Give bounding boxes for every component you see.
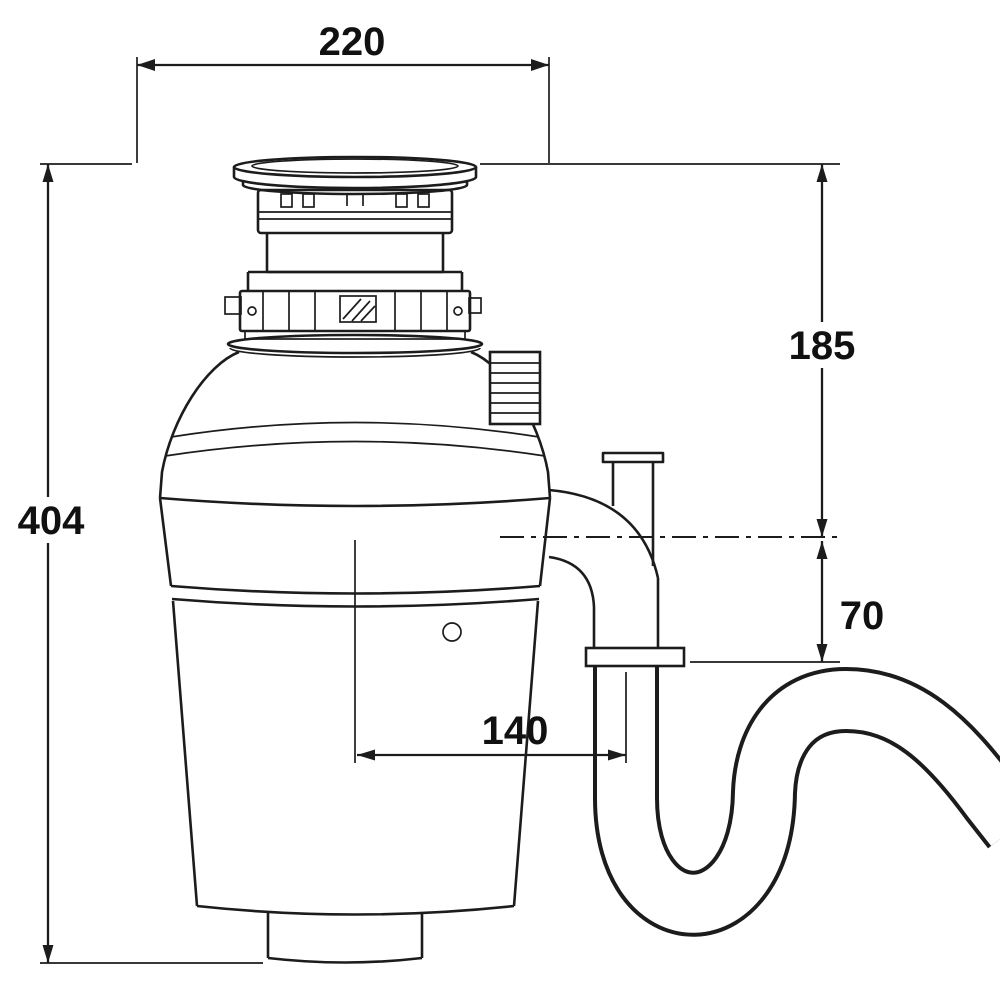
- tailpiece-flange: [601, 451, 665, 566]
- lower-housing: [171, 600, 540, 916]
- slip-nut: [584, 646, 686, 668]
- dim-label-offset: 140: [482, 709, 549, 753]
- clamp-ring: [224, 289, 482, 340]
- dim-label-height: 404: [18, 499, 85, 543]
- arrowhead-down: [816, 519, 828, 537]
- arrowhead-down: [42, 945, 54, 963]
- arrowhead-right: [531, 59, 549, 71]
- collar: [246, 270, 464, 291]
- arrowhead-right: [608, 749, 626, 761]
- arrowhead-up: [816, 541, 828, 559]
- dim-label-lower-right: 70: [840, 594, 885, 638]
- dim-label-width: 220: [319, 20, 386, 64]
- dim-height-70: 70: [690, 541, 885, 663]
- sink-flange: [232, 155, 478, 196]
- dim-height-185: 185: [480, 163, 861, 537]
- dim-height-404: 404: [15, 163, 263, 964]
- neck-cylinder: [265, 233, 445, 274]
- dim-label-mask: [15, 497, 87, 543]
- arrowhead-left: [137, 59, 155, 71]
- arrowhead-down: [816, 644, 828, 662]
- outlet-elbow: [548, 488, 660, 648]
- gasket-ring: [226, 333, 484, 358]
- arrowhead-up: [42, 164, 54, 182]
- dim-label-mask: [783, 322, 861, 368]
- dim-width-220: 220: [136, 20, 550, 163]
- mounting-bracket: [256, 188, 454, 235]
- base-cap: [266, 912, 424, 964]
- p-trap: [593, 661, 1000, 937]
- dim-label-upper-right: 185: [789, 324, 856, 368]
- arrowhead-up: [816, 164, 828, 182]
- vent-cover: [488, 350, 542, 426]
- dim-offset-140: 140: [354, 540, 627, 763]
- arrowhead-left: [357, 749, 375, 761]
